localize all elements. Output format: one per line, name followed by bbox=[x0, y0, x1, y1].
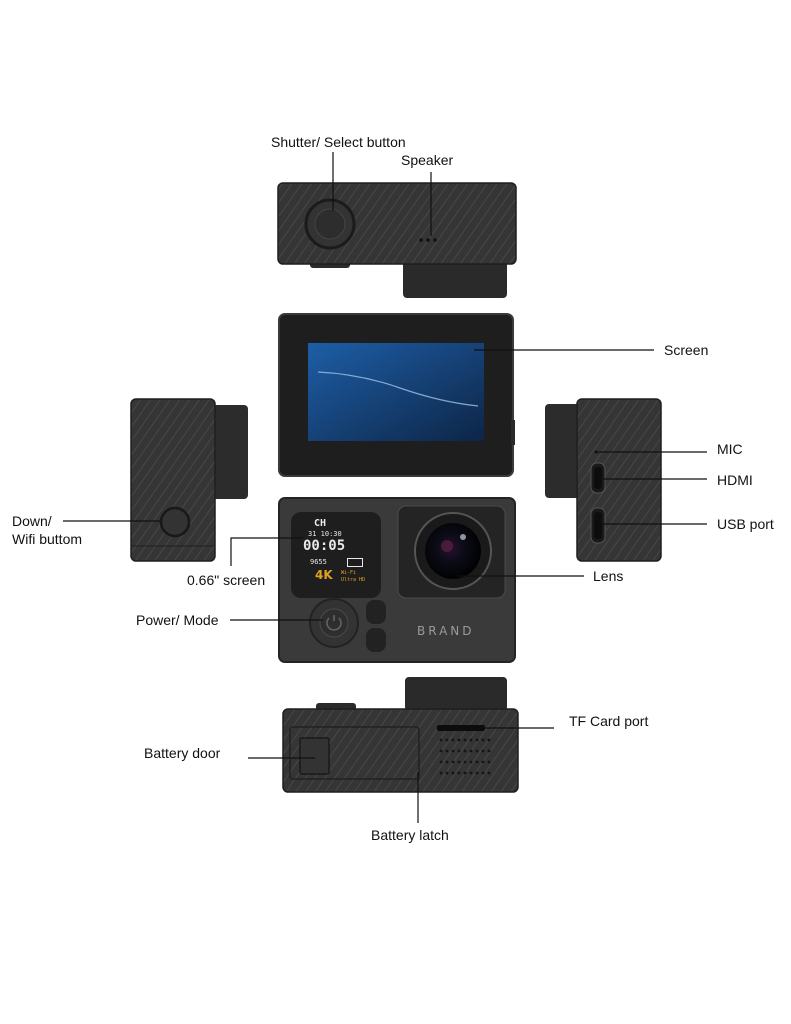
label-battery-latch: Battery latch bbox=[371, 827, 449, 843]
label-shutter: Shutter/ Select button bbox=[271, 134, 406, 150]
camera-top-view bbox=[277, 182, 517, 298]
mini-display-date: 31 10:30 bbox=[308, 530, 342, 538]
main-screen bbox=[308, 343, 484, 441]
mini-display-info-2: Ultra HD bbox=[341, 577, 366, 583]
label-power: Power/ Mode bbox=[136, 612, 219, 628]
battery-door bbox=[289, 726, 420, 780]
label-mic: MIC bbox=[717, 441, 743, 457]
mini-display-count: 9655 bbox=[310, 558, 327, 566]
bottom-vent-holes bbox=[439, 738, 491, 775]
mini-display-info-1: Wi-Fi bbox=[341, 570, 357, 576]
callout-line-small-screen bbox=[230, 537, 303, 566]
callout-lines bbox=[63, 152, 707, 823]
battery-latch bbox=[299, 737, 330, 775]
status-light-top bbox=[366, 600, 386, 624]
mini-display: CH 31 10:30 00:05 9655 4K Wi-Fi Ultra HD bbox=[300, 518, 372, 596]
camera-back-view bbox=[278, 313, 515, 477]
label-screen: Screen bbox=[664, 342, 709, 358]
mini-display-resolution: 4K bbox=[315, 568, 333, 582]
camera-right-side-view bbox=[545, 398, 662, 562]
small-screen bbox=[291, 512, 381, 598]
label-battery-door: Battery door bbox=[144, 745, 221, 761]
label-down: Down/ bbox=[12, 513, 52, 529]
label-wifi: Wifi buttom bbox=[12, 531, 83, 547]
label-usb: USB port bbox=[717, 516, 774, 532]
wifi-button bbox=[159, 506, 191, 538]
label-lens: Lens bbox=[593, 568, 624, 584]
camera-right-body bbox=[576, 398, 662, 562]
mini-display-time: 00:05 bbox=[303, 538, 346, 554]
label-tf-card: TF Card port bbox=[569, 713, 649, 729]
status-light-bottom bbox=[366, 628, 386, 652]
mini-display-top: CH bbox=[314, 518, 327, 529]
label-small-screen: 0.66" screen bbox=[187, 572, 266, 588]
battery-icon bbox=[347, 558, 363, 567]
camera-left-side-view bbox=[130, 398, 248, 562]
label-hdmi: HDMI bbox=[717, 472, 753, 488]
camera-bottom-view bbox=[282, 677, 519, 793]
brand-logo: BRAND bbox=[417, 624, 475, 638]
label-speaker: Speaker bbox=[401, 152, 454, 168]
tf-card-slot bbox=[437, 725, 485, 731]
speaker-holes bbox=[419, 238, 437, 242]
lens-housing-top bbox=[403, 255, 507, 298]
camera-front-view bbox=[278, 497, 516, 663]
